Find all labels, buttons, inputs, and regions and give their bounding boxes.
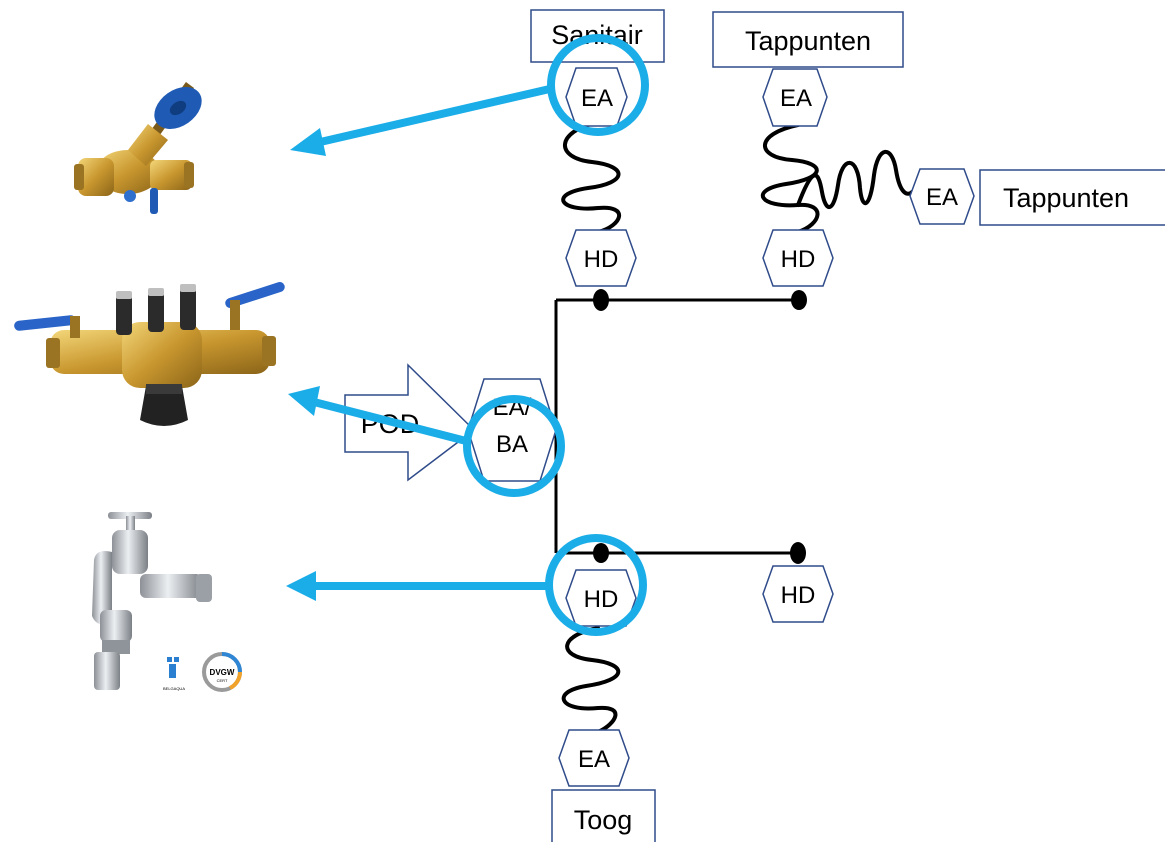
- flex-hose-sanitair: [561, 120, 622, 234]
- arrow-to-garden-tap: [286, 571, 552, 601]
- label-box-tappunten-side: Tappunten: [979, 169, 1165, 226]
- hex-hd-right: HD: [762, 565, 834, 623]
- label-box-toog: Toog: [551, 789, 656, 842]
- junction-dot: [593, 543, 609, 563]
- junction-dot: [593, 289, 609, 311]
- stop-valve-image: [74, 82, 202, 214]
- svg-text:EA: EA: [578, 746, 610, 773]
- label-toog: Toog: [574, 805, 633, 835]
- garden-tap-image: BELGAQUA DVGW CERT: [80, 500, 250, 692]
- hex-hd-sanitair: HD: [565, 229, 637, 287]
- flex-hoses: [561, 120, 914, 734]
- pipe-network: [554, 298, 800, 555]
- label-box-tappunten-top: Tappunten: [712, 11, 904, 68]
- belgaqua-logo: BELGAQUA: [163, 657, 185, 691]
- dvgw-logo: DVGW CERT: [202, 652, 242, 692]
- hex-hd-toog: HD: [565, 569, 637, 627]
- backflow-preventer-image: [14, 281, 285, 426]
- flex-hose-toog: [561, 626, 621, 734]
- highlight-circle-ea-ba: [463, 395, 565, 497]
- junction-dot: [791, 290, 807, 310]
- hex-ea-tappunten-top: EA: [762, 68, 828, 127]
- hex-ea-ba: EA/ BA: [467, 378, 557, 482]
- pipe-junctions: [593, 289, 807, 564]
- svg-text:EA: EA: [780, 85, 812, 112]
- arrow-to-stop-valve: [290, 84, 555, 156]
- svg-text:EA: EA: [926, 184, 958, 211]
- svg-text:BA: BA: [496, 431, 528, 458]
- hex-hd-tappunten: HD: [762, 229, 834, 287]
- pointer-arrows: [286, 84, 555, 601]
- svg-text:HD: HD: [781, 582, 816, 609]
- svg-text:EA: EA: [581, 85, 613, 112]
- hex-ea-toog: EA: [558, 729, 630, 787]
- label-tappunten-side: Tappunten: [1003, 183, 1129, 213]
- label-tappunten-top: Tappunten: [745, 26, 871, 56]
- svg-text:BELGAQUA: BELGAQUA: [163, 686, 185, 691]
- flex-hose-tappunten-horizontal: [796, 149, 914, 209]
- flex-hose-tappunten-vertical: [760, 123, 820, 234]
- arrow-to-backflow-preventer: [288, 386, 471, 446]
- hex-ea-sanitair: EA: [565, 67, 628, 127]
- svg-text:DVGW: DVGW: [210, 668, 235, 677]
- svg-text:HD: HD: [781, 246, 816, 273]
- svg-text:HD: HD: [584, 586, 619, 613]
- hex-ea-tappunten-side: EA: [909, 168, 975, 225]
- svg-text:CERT: CERT: [217, 678, 228, 683]
- junction-dot: [790, 542, 806, 564]
- svg-text:HD: HD: [584, 246, 619, 273]
